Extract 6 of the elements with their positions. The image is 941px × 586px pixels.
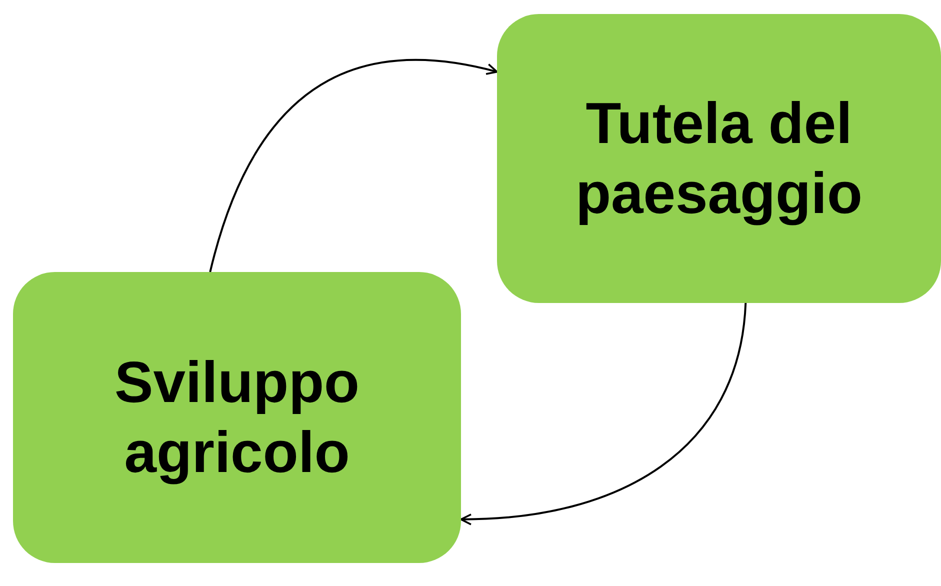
box-label: Tutela del paesaggio: [574, 90, 864, 228]
curved-arrow: [209, 58, 498, 272]
curved-arrow: [460, 302, 747, 525]
rounded-box: [13, 272, 461, 563]
box-label: Sviluppo agricolo: [114, 348, 360, 486]
rounded-box: [497, 14, 941, 303]
